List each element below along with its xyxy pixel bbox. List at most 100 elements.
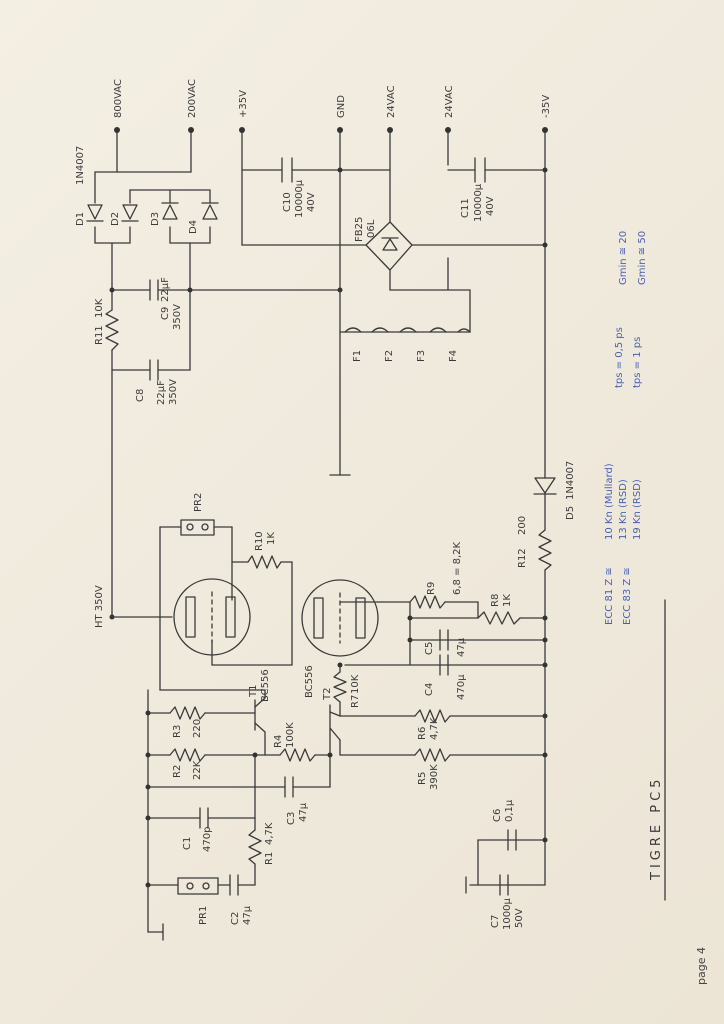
svg-text:C6: C6 (492, 809, 503, 822)
note-tube-ecc81: ECC 81 Z ≅ (604, 567, 615, 625)
svg-text:C10: C10 (282, 192, 293, 212)
svg-text:C1: C1 (182, 837, 193, 850)
svg-text:1K: 1K (266, 532, 277, 545)
note-tps-1: tps = 0,5 ps (614, 327, 625, 388)
c10-c11-capacitors (281, 157, 486, 183)
amplifier-wiring (111, 519, 548, 941)
label-m35v: -35V (541, 95, 552, 118)
svg-text:R12: R12 (517, 548, 528, 568)
svg-text:R8: R8 (490, 594, 501, 607)
bridge-diodes (86, 202, 219, 222)
note-tube-ecc83: ECC 83 Z ≅ (622, 567, 633, 625)
svg-text:D3: D3 (150, 212, 161, 226)
svg-text:1000µ: 1000µ (502, 898, 513, 930)
svg-text:4,7K: 4,7K (264, 822, 275, 845)
note-gmin-2: Gmin ≅ 50 (637, 231, 648, 285)
svg-text:1N4007: 1N4007 (75, 146, 86, 185)
svg-text:40V: 40V (485, 196, 496, 216)
svg-text:390K: 390K (429, 764, 440, 790)
svg-text:R1: R1 (264, 852, 275, 865)
page-number: page 4 (695, 947, 708, 985)
svg-text:350V: 350V (168, 379, 179, 405)
note-z-rsd-1: 13 Kn (RSD) (618, 479, 629, 540)
svg-text:47µ: 47µ (456, 637, 467, 657)
power-supply-wiring (94, 129, 546, 618)
svg-text:F2: F2 (384, 350, 395, 362)
svg-text:22K: 22K (192, 760, 203, 780)
svg-text:220: 220 (192, 719, 203, 738)
svg-text:T1: T1 (248, 685, 259, 698)
tube-ecc83 (301, 579, 379, 657)
svg-text:C4: C4 (424, 683, 435, 696)
schematic-title: TIGRE PC5 (649, 776, 664, 881)
svg-text:10K: 10K (350, 674, 361, 694)
tube-ecc81 (173, 578, 251, 656)
d5-diode (533, 469, 557, 531)
label-ht: HT 350V (94, 585, 105, 628)
svg-text:22µF: 22µF (160, 277, 171, 302)
svg-text:PR1: PR1 (198, 906, 209, 925)
note-tps-2: tps = 1 ps (632, 337, 643, 388)
svg-text:10000µ: 10000µ (294, 179, 305, 218)
svg-text:06L: 06L (366, 219, 377, 238)
label-800vac: 800VAC (113, 79, 124, 118)
svg-text:FB25: FB25 (354, 217, 365, 242)
svg-text:50V: 50V (514, 908, 525, 928)
svg-text:C2: C2 (230, 912, 241, 925)
svg-text:C11: C11 (460, 198, 471, 218)
svg-text:T2: T2 (322, 688, 333, 701)
svg-text:R9: R9 (426, 582, 437, 595)
svg-text:D4: D4 (188, 220, 199, 234)
svg-text:BC556: BC556 (260, 669, 271, 702)
svg-text:F1: F1 (352, 350, 363, 362)
svg-text:C8: C8 (135, 389, 146, 402)
note-z-mullard: 10 Kn (Mullard) (604, 463, 615, 540)
svg-text:D2: D2 (110, 212, 121, 226)
svg-text:R3: R3 (172, 725, 183, 738)
svg-text:200: 200 (517, 516, 528, 535)
svg-text:R7: R7 (350, 695, 361, 708)
svg-text:22µF: 22µF (156, 380, 167, 405)
terminals (109, 127, 548, 620)
svg-text:R10: R10 (254, 531, 265, 551)
r12-resistor (538, 529, 552, 571)
svg-text:R6: R6 (417, 727, 428, 740)
svg-text:D1: D1 (75, 212, 86, 226)
svg-text:10000µ: 10000µ (473, 183, 484, 222)
svg-text:BC556: BC556 (304, 665, 315, 698)
svg-text:100K: 100K (285, 722, 296, 748)
tube-notes: ECC 81 Z ≅ ECC 83 Z ≅ 10 Kn (Mullard) 13… (604, 231, 648, 625)
svg-text:C7: C7 (490, 915, 501, 928)
c8-c9-capacitors (149, 279, 159, 381)
svg-text:350V: 350V (172, 304, 183, 330)
label-200vac: 200VAC (187, 79, 198, 118)
label-24vac-b: 24VAC (444, 85, 455, 118)
svg-text:40V: 40V (306, 192, 317, 212)
svg-text:470µ: 470µ (456, 674, 467, 700)
svg-text:1K: 1K (502, 594, 513, 607)
svg-text:47µ: 47µ (298, 802, 309, 822)
svg-text:1N4007: 1N4007 (565, 461, 576, 500)
svg-text:10K: 10K (94, 298, 105, 318)
svg-text:4,7K: 4,7K (429, 717, 440, 740)
note-gmin-1: Gmin ≅ 20 (618, 231, 629, 285)
r11-resistor (105, 309, 119, 351)
svg-text:C5: C5 (424, 642, 435, 655)
label-p35v: +35V (238, 90, 249, 118)
svg-text:F3: F3 (416, 350, 427, 362)
svg-text:0,1µ: 0,1µ (504, 799, 515, 822)
svg-text:R5: R5 (417, 772, 428, 785)
label-gnd: GND (336, 95, 347, 118)
svg-text:F4: F4 (448, 350, 459, 362)
svg-text:470p: 470p (202, 827, 213, 852)
svg-text:R11: R11 (94, 325, 105, 345)
fuses (344, 327, 471, 333)
labels: 800VAC 200VAC +35V GND 24VAC 24VAC -35V … (75, 79, 708, 985)
svg-text:47µ: 47µ (242, 905, 253, 925)
svg-text:D5: D5 (565, 506, 576, 520)
svg-text:C3: C3 (286, 812, 297, 825)
svg-text:PR2: PR2 (193, 493, 204, 512)
svg-text:6,8 = 8,2K: 6,8 = 8,2K (452, 541, 463, 595)
